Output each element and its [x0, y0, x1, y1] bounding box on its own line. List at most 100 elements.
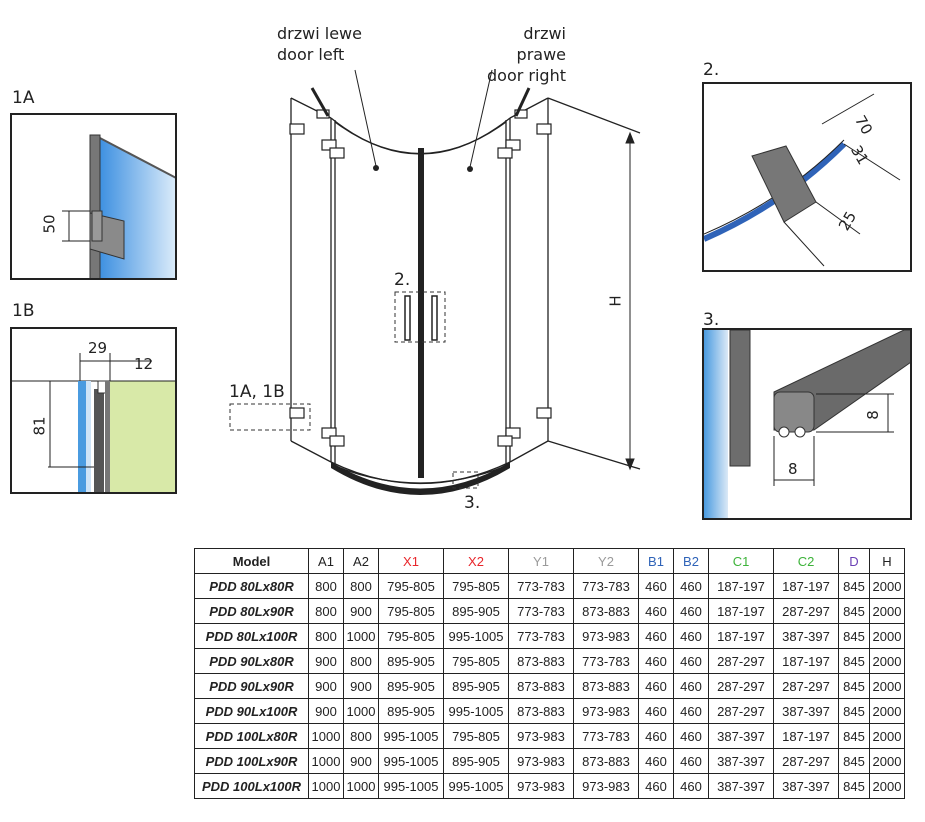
- cell-c2: 287-297: [773, 598, 839, 624]
- detail-1a-panel: 50: [10, 113, 177, 280]
- cell-a1: 900: [308, 648, 344, 674]
- cell-a2: 1000: [343, 698, 379, 724]
- cell-h: 2000: [869, 648, 905, 674]
- cell-d: 845: [838, 623, 870, 649]
- cell-y2: 973-983: [573, 698, 639, 724]
- cell-a1: 900: [308, 698, 344, 724]
- cell-h: 2000: [869, 598, 905, 624]
- cell-d: 845: [838, 748, 870, 774]
- header-x2: X2: [443, 548, 509, 574]
- cell-b2: 460: [673, 698, 709, 724]
- cell-a2: 800: [343, 648, 379, 674]
- cell-c2: 287-297: [773, 673, 839, 699]
- spec-table-header-row: Model A1 A2 X1 X2 Y1 Y2 B1 B2 C1 C2 D H: [194, 548, 905, 574]
- cell-model: PDD 80Lx80R: [194, 573, 309, 599]
- cell-d: 845: [838, 573, 870, 599]
- detail-1b-label: 1B: [12, 301, 35, 321]
- cell-h: 2000: [869, 773, 905, 799]
- door-right-label: drzwi prawe door right: [471, 23, 566, 86]
- callout-3-label: 3.: [464, 493, 481, 513]
- cell-a1: 1000: [308, 748, 344, 774]
- header-h: H: [869, 548, 905, 574]
- cell-y2: 873-883: [573, 673, 639, 699]
- cell-c2: 187-197: [773, 648, 839, 674]
- cell-y1: 973-983: [508, 748, 574, 774]
- cell-c1: 287-297: [708, 673, 774, 699]
- header-y1: Y1: [508, 548, 574, 574]
- detail-2-label: 2.: [703, 60, 720, 80]
- detail-1a-dim: 50: [40, 214, 59, 234]
- cell-y2: 973-983: [573, 623, 639, 649]
- cell-b2: 460: [673, 598, 709, 624]
- cell-x1: 795-805: [378, 598, 444, 624]
- cell-h: 2000: [869, 748, 905, 774]
- cell-b1: 460: [638, 673, 674, 699]
- cell-x1: 795-805: [378, 623, 444, 649]
- cell-x1: 895-905: [378, 648, 444, 674]
- cell-h: 2000: [869, 723, 905, 749]
- detail-2-drawing: [704, 93, 901, 267]
- cell-c1: 387-397: [708, 773, 774, 799]
- cell-c1: 387-397: [708, 748, 774, 774]
- cell-c1: 387-397: [708, 723, 774, 749]
- cell-c2: 187-197: [773, 723, 839, 749]
- cell-y2: 973-983: [573, 773, 639, 799]
- cell-x2: 795-805: [443, 723, 509, 749]
- cell-model: PDD 80Lx90R: [194, 598, 309, 624]
- cell-x2: 895-905: [443, 748, 509, 774]
- cell-b1: 460: [638, 648, 674, 674]
- header-model: Model: [194, 548, 309, 574]
- cell-y1: 873-883: [508, 673, 574, 699]
- detail-1a-drawing: [62, 134, 175, 278]
- cell-b1: 460: [638, 623, 674, 649]
- cell-y1: 973-983: [508, 723, 574, 749]
- spec-table: Model A1 A2 X1 X2 Y1 Y2 B1 B2 C1 C2 D H …: [194, 548, 905, 799]
- header-c1: C1: [708, 548, 774, 574]
- cell-c2: 387-397: [773, 623, 839, 649]
- cell-y2: 773-783: [573, 723, 639, 749]
- cell-d: 845: [838, 648, 870, 674]
- detail-3-drawing: [704, 330, 910, 518]
- cell-x1: 995-1005: [378, 748, 444, 774]
- cell-a1: 800: [308, 623, 344, 649]
- detail-1b-drawing: [12, 353, 175, 492]
- cell-y1: 773-783: [508, 573, 574, 599]
- cell-x1: 995-1005: [378, 773, 444, 799]
- door-right-pl: drzwi prawe: [516, 24, 566, 64]
- cell-c1: 187-197: [708, 623, 774, 649]
- header-b1: B1: [638, 548, 674, 574]
- cell-c1: 287-297: [708, 698, 774, 724]
- cell-model: PDD 90Lx80R: [194, 648, 309, 674]
- cell-d: 845: [838, 673, 870, 699]
- cell-a2: 900: [343, 598, 379, 624]
- cell-a1: 900: [308, 673, 344, 699]
- cell-y2: 873-883: [573, 748, 639, 774]
- cell-b1: 460: [638, 748, 674, 774]
- cell-a2: 900: [343, 673, 379, 699]
- cell-y1: 973-983: [508, 773, 574, 799]
- cell-a1: 1000: [308, 723, 344, 749]
- cell-model: PDD 80Lx100R: [194, 623, 309, 649]
- cell-a2: 900: [343, 748, 379, 774]
- detail-1b-small-dim: 12: [134, 355, 154, 373]
- cell-x2: 995-1005: [443, 623, 509, 649]
- cell-c1: 187-197: [708, 573, 774, 599]
- cell-model: PDD 100Lx100R: [194, 773, 309, 799]
- cell-d: 845: [838, 773, 870, 799]
- door-left-en: door left: [277, 45, 345, 64]
- cell-d: 845: [838, 598, 870, 624]
- cell-y1: 773-783: [508, 598, 574, 624]
- cell-y2: 873-883: [573, 598, 639, 624]
- cell-model: PDD 90Lx100R: [194, 698, 309, 724]
- cell-a2: 1000: [343, 773, 379, 799]
- cell-c2: 287-297: [773, 748, 839, 774]
- cell-c1: 287-297: [708, 648, 774, 674]
- cell-h: 2000: [869, 673, 905, 699]
